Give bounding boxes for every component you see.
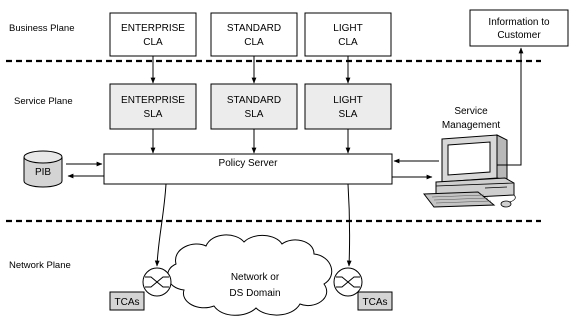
svg-text:Customer: Customer bbox=[497, 30, 541, 41]
cloud-label-line1: Network or bbox=[231, 272, 280, 283]
cloud-icon: Network or DS Domain bbox=[167, 234, 333, 316]
sla-box-standard: STANDARD SLA bbox=[210, 83, 298, 130]
svg-text:CLA: CLA bbox=[244, 37, 264, 48]
svg-text:SLA: SLA bbox=[339, 109, 358, 120]
svg-text:Information to: Information to bbox=[488, 17, 550, 28]
policy-server-box: Policy Server bbox=[103, 153, 393, 185]
database-cylinder-icon: PIB bbox=[23, 150, 63, 188]
service-management-label-line2: Management bbox=[442, 120, 501, 131]
svg-text:CLA: CLA bbox=[338, 37, 358, 48]
arrow-policy-to-left-router bbox=[154, 183, 167, 267]
svg-text:LIGHT: LIGHT bbox=[333, 95, 362, 106]
svg-text:CLA: CLA bbox=[143, 37, 163, 48]
tca-box-left: TCAs bbox=[109, 291, 145, 311]
tca-box-right: TCAs bbox=[357, 291, 393, 311]
router-icon bbox=[333, 267, 363, 297]
cla-box-enterprise: ENTERPRISE CLA bbox=[109, 12, 197, 57]
computer-workstation-icon bbox=[423, 134, 516, 208]
svg-text:SLA: SLA bbox=[144, 109, 163, 120]
service-plane-label: Service Plane bbox=[14, 96, 73, 107]
sla-box-enterprise: ENTERPRISE SLA bbox=[109, 83, 197, 130]
info-to-customer-box: Information to Customer bbox=[469, 9, 569, 47]
pib-label: PIB bbox=[35, 167, 51, 178]
svg-text:STANDARD: STANDARD bbox=[227, 23, 281, 34]
sla-box-light: LIGHT SLA bbox=[304, 83, 392, 130]
arrow-mgmt-to-info bbox=[497, 47, 524, 166]
svg-text:ENTERPRISE: ENTERPRISE bbox=[121, 95, 185, 106]
cloud-label-line2: DS Domain bbox=[229, 288, 280, 299]
svg-text:STANDARD: STANDARD bbox=[227, 95, 281, 106]
arrow-policy-to-right-router bbox=[346, 183, 352, 267]
svg-text:TCAs: TCAs bbox=[363, 297, 388, 308]
svg-text:Policy Server: Policy Server bbox=[219, 158, 279, 169]
svg-text:LIGHT: LIGHT bbox=[333, 23, 362, 34]
router-icon bbox=[142, 267, 172, 297]
cla-box-light: LIGHT CLA bbox=[304, 12, 392, 57]
network-plane-label: Network Plane bbox=[9, 260, 71, 271]
svg-text:SLA: SLA bbox=[245, 109, 264, 120]
business-plane-label: Business Plane bbox=[9, 23, 74, 34]
svg-text:TCAs: TCAs bbox=[115, 297, 140, 308]
svg-text:ENTERPRISE: ENTERPRISE bbox=[121, 23, 185, 34]
service-management-label-line1: Service bbox=[454, 106, 488, 117]
cla-box-standard: STANDARD CLA bbox=[210, 12, 298, 57]
